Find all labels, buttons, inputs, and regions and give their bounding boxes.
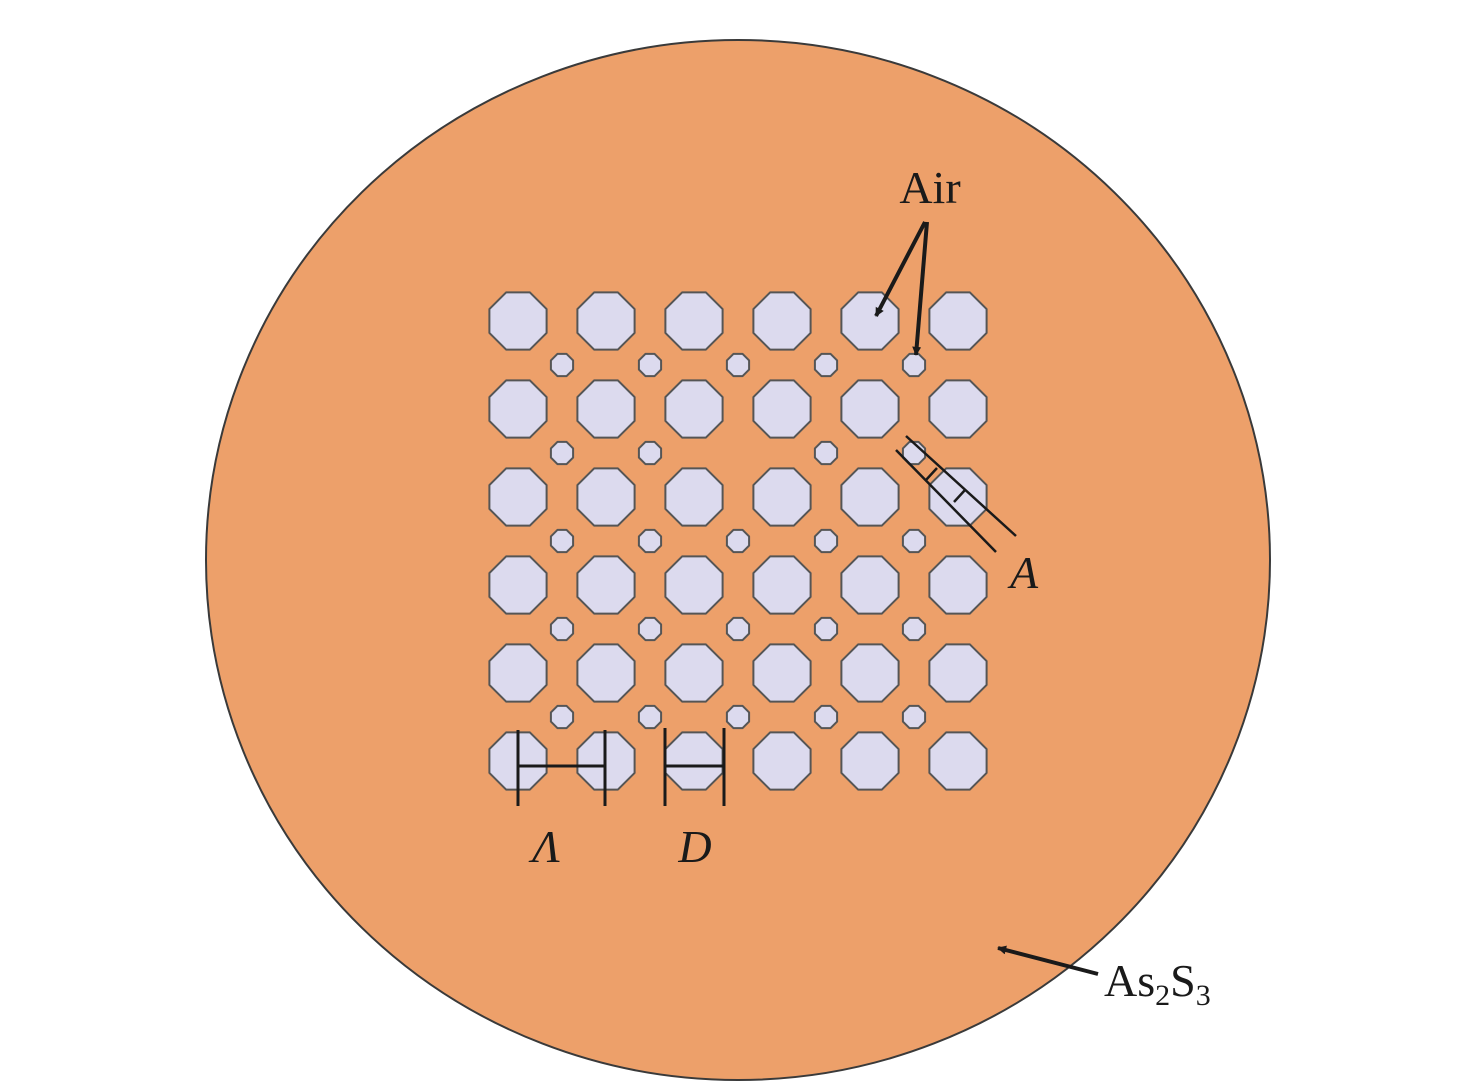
large-air-hole — [752, 731, 812, 791]
large-air-hole — [840, 643, 900, 703]
small-air-hole — [637, 528, 663, 554]
large-air-hole — [576, 467, 636, 527]
large-air-hole — [576, 291, 636, 351]
large-air-hole — [752, 291, 812, 351]
small-air-hole — [901, 704, 927, 730]
small-air-hole — [901, 352, 927, 378]
small-air-hole — [549, 616, 575, 642]
as2s3-cladding — [205, 39, 1271, 1081]
large-air-hole — [664, 467, 724, 527]
material-label-mid: S — [1170, 955, 1196, 1006]
small-air-hole — [813, 528, 839, 554]
small-air-hole — [725, 352, 751, 378]
small-hole-dimension-marker — [895, 435, 1017, 553]
large-air-hole — [752, 643, 812, 703]
diameter-dimension-marker — [663, 728, 726, 806]
large-air-hole — [928, 643, 988, 703]
large-air-hole — [576, 643, 636, 703]
large-air-hole — [576, 555, 636, 615]
large-air-hole — [752, 379, 812, 439]
small-air-hole — [901, 616, 927, 642]
large-air-hole — [928, 555, 988, 615]
large-air-hole — [664, 731, 724, 791]
large-air-hole — [928, 291, 988, 351]
small-air-hole — [901, 528, 927, 554]
large-air-hole — [664, 379, 724, 439]
air-hole-lattice — [488, 291, 988, 791]
large-air-hole — [752, 467, 812, 527]
small-air-hole — [637, 704, 663, 730]
air-arrows — [874, 221, 929, 356]
small-air-hole — [725, 616, 751, 642]
large-air-hole — [488, 555, 548, 615]
large-air-hole — [840, 379, 900, 439]
small-air-hole — [813, 704, 839, 730]
small-air-hole — [549, 440, 575, 466]
small-air-hole — [549, 704, 575, 730]
pitch-label: Λ — [528, 821, 560, 872]
large-air-hole — [664, 291, 724, 351]
large-air-hole — [488, 467, 548, 527]
large-air-hole — [928, 731, 988, 791]
small-air-hole — [637, 440, 663, 466]
air-label: Air — [899, 162, 960, 213]
small-air-hole — [725, 704, 751, 730]
large-air-hole — [664, 643, 724, 703]
large-air-hole — [928, 379, 988, 439]
small-air-hole — [637, 616, 663, 642]
large-air-hole — [840, 555, 900, 615]
small-air-hole — [549, 528, 575, 554]
large-air-hole — [488, 379, 548, 439]
large-air-hole — [840, 291, 900, 351]
large-air-hole — [840, 731, 900, 791]
material-label-sub2: 3 — [1196, 979, 1211, 1012]
large-air-hole — [840, 467, 900, 527]
small-air-hole — [549, 352, 575, 378]
as2s3-arrow — [997, 945, 1099, 976]
pitch-dimension-marker — [516, 730, 607, 806]
large-air-hole — [488, 291, 548, 351]
small-air-hole — [725, 528, 751, 554]
material-label-sub1: 2 — [1155, 979, 1170, 1012]
large-air-hole — [752, 555, 812, 615]
large-air-hole — [664, 555, 724, 615]
material-label: As2S3 — [1104, 955, 1211, 1012]
small-hole-label: A — [1007, 547, 1039, 598]
small-air-hole — [637, 352, 663, 378]
small-air-hole — [813, 352, 839, 378]
large-air-hole — [576, 379, 636, 439]
material-label-base: As — [1104, 955, 1155, 1006]
diameter-label: D — [677, 821, 711, 872]
small-air-hole — [813, 616, 839, 642]
large-air-hole — [488, 643, 548, 703]
small-air-hole — [813, 440, 839, 466]
